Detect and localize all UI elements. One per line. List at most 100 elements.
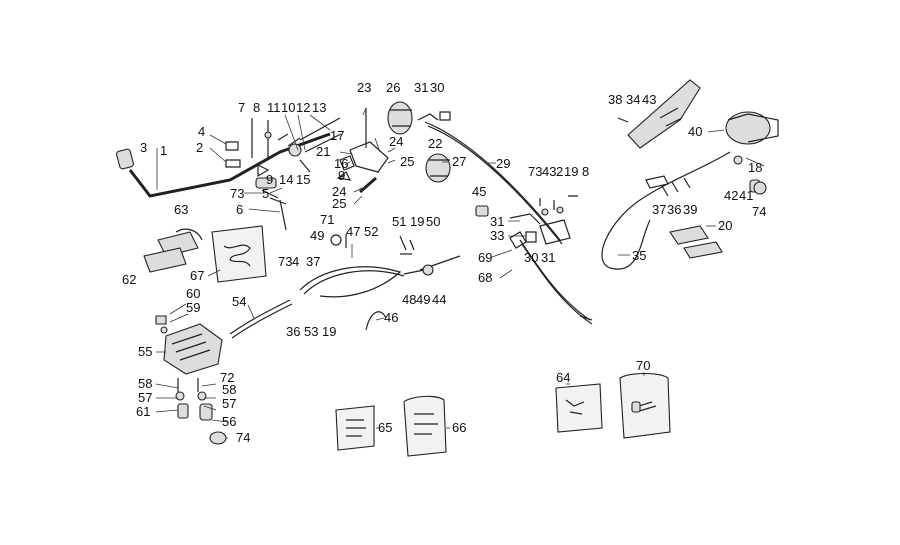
label-12: 12	[296, 100, 310, 115]
label-57b: 57	[222, 396, 236, 411]
label-53: 53	[304, 324, 318, 339]
label-19: 19	[564, 164, 578, 179]
label-19c: 19	[322, 324, 336, 339]
label-2: 2	[196, 140, 203, 155]
label-50: 50	[426, 214, 440, 229]
label-70: 70	[636, 358, 650, 373]
small-parts-cluster	[539, 195, 578, 216]
center-cables	[229, 244, 461, 339]
kit-items-62-67	[143, 225, 267, 283]
label-14: 14	[279, 172, 293, 187]
label-52: 52	[364, 224, 378, 239]
label-17: 17	[330, 128, 344, 143]
label-46: 46	[384, 310, 398, 325]
label-37a: 37	[652, 202, 666, 217]
label-56: 56	[222, 414, 236, 429]
label-55: 55	[138, 344, 152, 359]
label-66: 66	[452, 420, 466, 435]
label-36b: 36	[286, 324, 300, 339]
throttle-cable	[601, 151, 731, 270]
label-73c: 73	[278, 254, 292, 269]
label-39: 39	[683, 202, 697, 217]
label-37b: 37	[306, 254, 320, 269]
label-9: 9	[266, 172, 273, 187]
label-65: 65	[378, 420, 392, 435]
label-15: 15	[296, 172, 310, 187]
label-62: 62	[122, 272, 136, 287]
label-69: 69	[478, 250, 492, 265]
label-36a: 36	[667, 202, 681, 217]
label-68: 68	[478, 270, 492, 285]
label-6: 6	[236, 202, 243, 217]
label-60: 60	[186, 286, 200, 301]
label-74a: 74	[752, 204, 766, 219]
label-61: 61	[136, 404, 150, 419]
label-67: 67	[190, 268, 204, 283]
clutch-lever-assembly	[617, 79, 779, 195]
label-58a: 58	[138, 376, 152, 391]
label-2b: 2	[556, 164, 563, 179]
kit-bags-bottom	[335, 372, 671, 457]
label-45: 45	[472, 184, 486, 199]
label-49a: 49	[310, 228, 324, 243]
label-40: 40	[688, 124, 702, 139]
label-27: 27	[452, 154, 466, 169]
label-21: 21	[316, 144, 330, 159]
label-74b: 74	[236, 430, 250, 445]
label-48: 48	[402, 292, 416, 307]
label-51: 51	[392, 214, 406, 229]
label-8: 8	[253, 100, 260, 115]
label-57a: 57	[138, 390, 152, 405]
label-71: 71	[320, 212, 334, 227]
label-49b: 49	[416, 292, 430, 307]
label-5: 5	[262, 186, 269, 201]
part-labels: 1 2 3 4 5 6 7 8 11 10 12 13 9 14 15 17 7…	[122, 80, 766, 445]
label-31b: 31	[490, 214, 504, 229]
label-58b: 58	[222, 382, 236, 397]
label-43: 43	[642, 92, 656, 107]
label-47: 47	[346, 224, 360, 239]
label-8b: 8	[582, 164, 589, 179]
label-54: 54	[232, 294, 246, 309]
bracket-assembly	[336, 101, 451, 205]
label-16: 16	[334, 156, 348, 171]
label-63: 63	[174, 202, 188, 217]
label-43b: 43	[542, 164, 556, 179]
label-73a: 73	[230, 186, 244, 201]
label-38: 38	[608, 92, 622, 107]
pads-20	[669, 225, 723, 259]
label-30b: 30	[524, 250, 538, 265]
label-42: 42	[724, 188, 738, 203]
label-1: 1	[160, 143, 167, 158]
label-22: 22	[428, 136, 442, 151]
label-29: 29	[496, 156, 510, 171]
label-10: 10	[281, 100, 295, 115]
label-20: 20	[718, 218, 732, 233]
carburetor-assembly	[155, 303, 229, 445]
label-73b: 73	[528, 164, 542, 179]
label-13: 13	[312, 100, 326, 115]
label-33: 33	[490, 228, 504, 243]
label-31c: 31	[541, 250, 555, 265]
label-9b: 9	[338, 168, 345, 183]
label-19b: 19	[410, 214, 424, 229]
label-4: 4	[198, 124, 205, 139]
label-64: 64	[556, 370, 570, 385]
label-30: 30	[430, 80, 444, 95]
clutch-cable	[424, 121, 563, 245]
label-25b: 25	[332, 196, 346, 211]
label-44: 44	[432, 292, 446, 307]
label-23: 23	[357, 80, 371, 95]
label-31: 31	[414, 80, 428, 95]
label-25: 25	[400, 154, 414, 169]
label-41: 41	[739, 188, 753, 203]
center-parts	[475, 205, 571, 245]
label-3: 3	[140, 140, 147, 155]
label-7: 7	[238, 100, 245, 115]
label-18: 18	[748, 160, 762, 175]
label-24: 24	[389, 134, 403, 149]
label-26: 26	[386, 80, 400, 95]
cable-68	[491, 231, 593, 325]
label-24b: 24	[332, 184, 346, 199]
